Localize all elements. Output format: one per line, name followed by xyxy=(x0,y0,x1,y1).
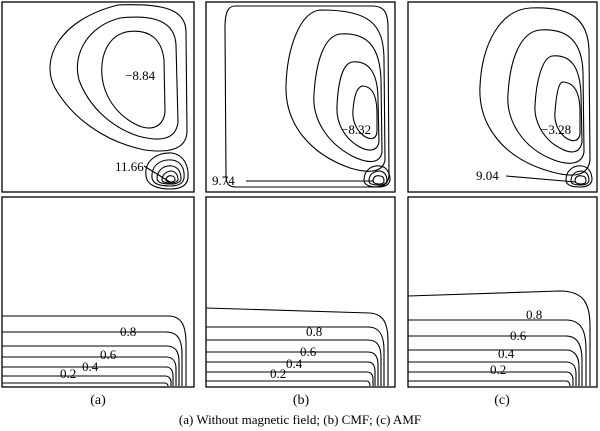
isotherm xyxy=(408,319,587,386)
panel-a-corner-label: 11.66 xyxy=(115,159,144,174)
panel-b-temp-label: 0.6 xyxy=(300,344,317,359)
panel-b-streamlines: −8.32 9.74 xyxy=(205,1,396,193)
streamline xyxy=(479,7,591,176)
corner-vortex-line xyxy=(363,165,391,188)
panel-c-corner-label: 9.04 xyxy=(476,168,499,183)
panel-c-isotherms: 0.8 0.6 0.4 0.2 xyxy=(407,196,598,388)
isotherm xyxy=(206,351,379,386)
panel-c-temp-label: 0.6 xyxy=(510,328,527,343)
isotherm xyxy=(2,375,172,386)
panel-b-core-label: −8.32 xyxy=(341,122,371,137)
streamline xyxy=(352,85,378,140)
panel-c-corner-leader xyxy=(505,175,577,183)
panel-c-streamlines: −3.28 9.04 xyxy=(407,1,598,193)
panel-c-bottom-frame xyxy=(407,196,598,388)
isotherm xyxy=(407,290,591,386)
isotherm xyxy=(408,361,577,386)
panel-b-bottom-frame xyxy=(205,196,396,388)
streamline xyxy=(101,30,166,129)
panel-b-top-frame xyxy=(205,1,396,193)
corner-vortex-line xyxy=(570,170,590,186)
panel-a-temp-label: 0.4 xyxy=(82,359,99,374)
panel-b-temp-label: 0.4 xyxy=(286,356,303,371)
streamline xyxy=(76,16,179,140)
panel-b-letter: (b) xyxy=(293,393,310,408)
panel-a-top-frame xyxy=(1,1,195,193)
corner-vortex-line xyxy=(372,175,385,185)
panel-a-temp-label: 0.2 xyxy=(60,366,76,381)
isotherm xyxy=(408,371,574,386)
corner-vortex-line xyxy=(151,159,185,187)
corner-vortex-line xyxy=(574,175,587,185)
panel-a-temp-label: 0.6 xyxy=(100,347,117,362)
panel-a-letter: (a) xyxy=(90,393,106,408)
isotherm xyxy=(2,315,187,386)
panel-b-isotherms: 0.8 0.6 0.4 0.2 xyxy=(205,196,396,388)
isotherm xyxy=(408,380,571,387)
isotherm xyxy=(206,380,371,387)
isotherm xyxy=(2,366,174,386)
isotherm xyxy=(2,356,177,386)
panel-a-isotherms: 0.8 0.6 0.4 0.2 xyxy=(1,196,195,388)
streamline xyxy=(224,5,390,188)
isotherm xyxy=(206,361,376,386)
streamline xyxy=(313,33,383,163)
panel-a-corner-leader xyxy=(143,165,171,183)
corner-vortex-line xyxy=(165,175,176,183)
corner-vortex-line xyxy=(368,170,388,186)
streamline xyxy=(554,81,581,142)
panel-a-bottom-frame xyxy=(1,196,195,388)
corner-vortex-line xyxy=(565,165,593,188)
panel-a-core-label: −8.84 xyxy=(125,68,156,83)
panel-c-top-frame xyxy=(407,1,598,193)
panel-a-streamlines: −8.84 11.66 xyxy=(1,1,195,193)
panel-c-temp-label: 0.4 xyxy=(498,346,515,361)
streamline xyxy=(507,29,585,164)
isotherm xyxy=(206,339,382,386)
isotherm xyxy=(2,345,180,386)
isotherm xyxy=(408,335,583,386)
panel-a-temp-label: 0.8 xyxy=(120,324,136,339)
streamline xyxy=(285,9,386,172)
isotherm xyxy=(206,326,385,386)
corner-vortex-line xyxy=(156,165,182,185)
isotherm xyxy=(205,307,389,386)
panel-b-corner-label: 9.74 xyxy=(212,173,235,188)
panel-b-temp-label: 0.8 xyxy=(306,324,322,339)
streamline xyxy=(49,4,188,152)
streamline xyxy=(336,61,380,151)
panel-c-letter: (c) xyxy=(494,393,510,408)
corner-vortex-line xyxy=(145,152,189,190)
isotherm xyxy=(2,331,183,386)
isotherm xyxy=(2,382,169,387)
isotherm xyxy=(408,349,580,386)
isotherm xyxy=(206,371,374,386)
figure-caption: (a) Without magnetic field; (b) CMF; (c)… xyxy=(179,412,421,427)
panel-c-temp-label: 0.2 xyxy=(490,362,506,377)
panel-b-temp-label: 0.2 xyxy=(270,366,286,381)
corner-vortex-line xyxy=(161,170,179,184)
panel-c-temp-label: 0.8 xyxy=(526,307,542,322)
streamline xyxy=(534,55,583,153)
panel-c-core-label: −3.28 xyxy=(541,122,571,137)
